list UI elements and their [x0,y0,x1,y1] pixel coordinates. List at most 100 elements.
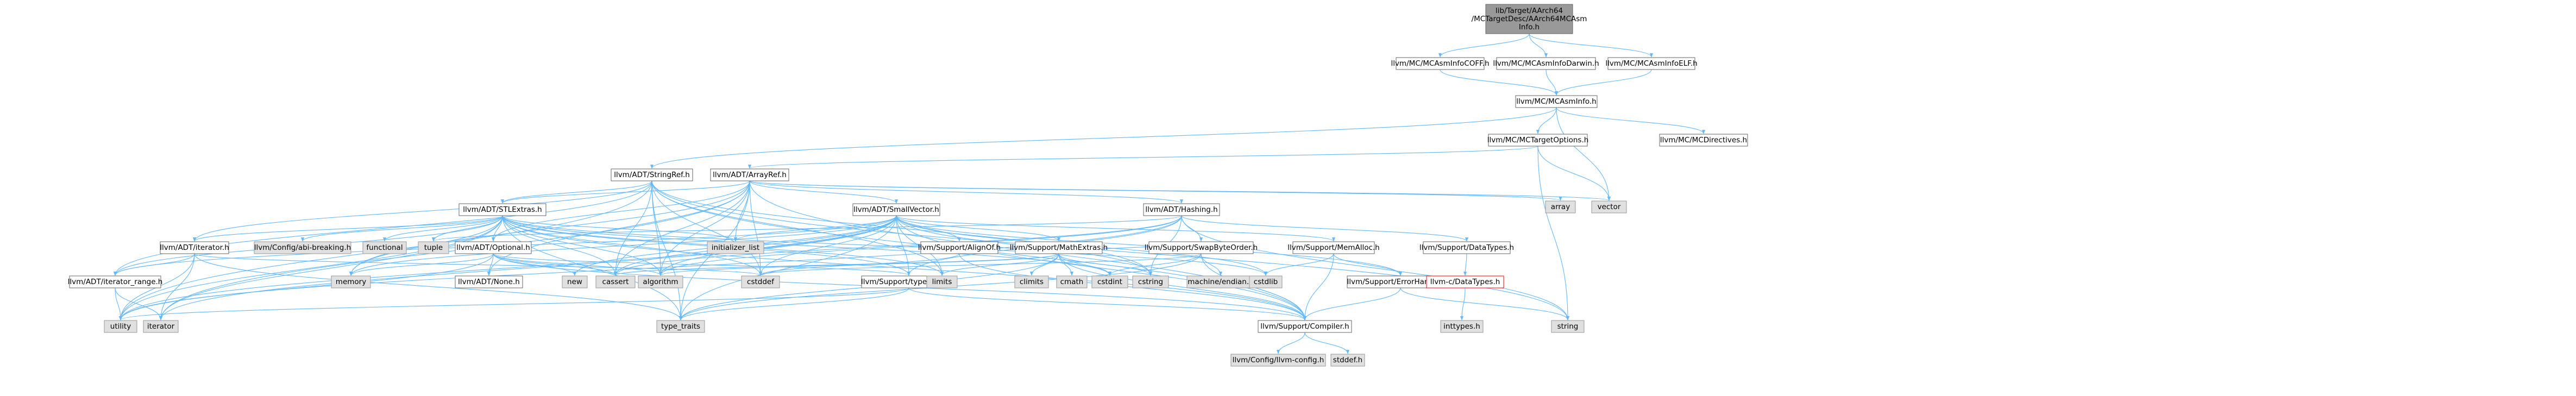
node-box [1423,241,1511,254]
node-cstdint: cstdint [1091,275,1128,288]
node-inttypes: inttypes.h [1440,320,1484,333]
node-label: cassert [602,278,629,286]
node-label: llvm/ADT/SmallVector.h [853,205,939,214]
node-cstdlib: cstdlib [1249,275,1283,288]
node-label: /MCTargetDesc/AArch64MCAsm [1472,15,1587,23]
edge-stringref-to-limits [651,180,944,276]
node-directives[interactable]: llvm/MC/MCDirectives.h [1659,134,1748,147]
edge-stlextras-to-algorithm [502,215,663,276]
node-label: llvm/ADT/ArrayRef.h [713,171,787,179]
edge-arrayref-to-memory [349,180,750,276]
edge-smallvector-to-mathextras [896,215,1060,242]
node-label: llvm/Config/abi-breaking.h [254,243,351,252]
node-cstddef: cstddef [741,275,780,288]
node-label: algorithm [643,278,678,286]
node-algorithm: algorithm [638,275,683,288]
edge-stringref-to-algorithm [651,180,663,276]
node-label: llvm/Config/llvm-config.h [1233,356,1324,364]
edge-optional-to-new [493,253,577,276]
node-label: llvm/ADT/StringRef.h [614,171,690,179]
node-box [1330,354,1365,367]
node-label: memory [336,278,366,286]
edge-root-to-asminfoelf [1529,33,1654,58]
node-iterator[interactable]: llvm/ADT/iterator.h [160,241,229,254]
node-asminfo[interactable]: llvm/MC/MCAsmInfo.h [1515,95,1598,108]
node-label: llvm/Support/AlignOf.h [918,243,1001,252]
node-swapbyteorder[interactable]: llvm/Support/SwapByteOrder.h [1145,241,1258,254]
node-none[interactable]: llvm/ADT/None.h [455,275,523,288]
graph-nodes: lib/Target/AArch64/MCTargetDesc/AArch64M… [68,4,1748,367]
node-iterator_range[interactable]: llvm/ADT/iterator_range.h [68,275,163,288]
node-llvmc_datatypes[interactable]: llvm-c/DataTypes.h [1426,275,1504,288]
node-box [104,320,137,333]
edge-asminfo-to-vector [1556,107,1611,201]
node-memalloc[interactable]: llvm/Support/MemAlloc.h [1287,241,1380,254]
node-box [143,320,179,333]
node-box [741,275,780,288]
node-limits: limits [926,275,958,288]
node-stlextras[interactable]: llvm/ADT/STLExtras.h [458,203,546,216]
node-box [1545,200,1576,213]
node-label: inttypes.h [1443,322,1480,331]
edge-arrayref-to-optional [491,180,750,242]
node-hashing[interactable]: llvm/ADT/Hashing.h [1143,203,1220,216]
edge-mathextras-to-climits [1029,253,1059,276]
node-label: llvm/ADT/iterator_range.h [68,278,163,286]
node-box [1659,134,1748,147]
edge-optional-to-memory [349,253,494,276]
edge-targetoptions-to-arrayref [748,146,1538,169]
node-box [562,275,588,288]
node-arrayref[interactable]: llvm/ADT/ArrayRef.h [710,168,789,181]
node-memory: memory [331,275,371,288]
node-stringref[interactable]: llvm/ADT/StringRef.h [611,168,693,181]
edge-mathextras-to-cmath [1058,253,1074,276]
node-mathextras[interactable]: llvm/Support/MathExtras.h [1010,241,1108,254]
edge-smallvector-to-iterator_std [159,215,897,320]
node-label: type_traits [661,322,700,331]
edge-stlextras-to-tuple [431,215,503,242]
edge-stlextras-to-configbreaking [301,215,503,242]
edge-datatypes-to-llvmc_datatypes [1463,253,1467,276]
node-datatypes[interactable]: llvm/Support/DataTypes.h [1419,241,1514,254]
edge-mathextras-to-cassert [614,253,1059,276]
node-box [1440,320,1484,333]
node-alignof[interactable]: llvm/Support/AlignOf.h [918,241,1001,254]
edge-asminfodarwin-to-asminfo [1545,69,1559,96]
node-label: initializer_list [712,243,759,252]
node-tuple: tuple [418,241,449,254]
edge-compiler-to-stddef [1304,332,1350,354]
node-box [418,241,449,254]
edge-swapbyteorder-to-cstddef [759,253,1202,276]
node-box [920,241,998,254]
node-label: cstring [1138,278,1163,286]
node-asminfocoff[interactable]: llvm/MC/MCAsmInfoCOFF.h [1391,57,1490,70]
edge-optional-to-utility [118,253,494,320]
node-label: llvm/MC/MCDirectives.h [1660,136,1747,144]
edge-stlextras-to-iterator_std [159,215,503,320]
edge-mathextras-to-compiler [1058,253,1307,320]
edge-stringref-to-cassert [613,180,652,276]
node-box [1396,57,1485,70]
edge-errorhandling-to-compiler [1303,287,1401,320]
node-box [1292,241,1375,254]
edge-smallvector-to-memory [349,215,897,276]
edge-optional-to-algorithm [493,253,662,276]
node-asminfodarwin[interactable]: llvm/MC/MCAsmInfoDarwin.h [1493,57,1599,70]
node-compiler[interactable]: llvm/Support/Compiler.h [1258,320,1352,333]
node-targetoptions[interactable]: llvm/MC/MCTargetOptions.h [1487,134,1589,147]
node-label: lib/Target/AArch64 [1496,7,1563,15]
node-type_traits: type_traits [656,320,705,333]
node-label: llvm/ADT/Optional.h [456,243,530,252]
node-box [1091,275,1128,288]
node-asminfoelf[interactable]: llvm/MC/MCAsmInfoELF.h [1605,57,1698,70]
dependency-edges [113,33,1705,354]
edge-alignof-to-compiler [959,253,1307,320]
edge-smallvector-to-compiler [896,215,1307,320]
node-box [362,241,407,254]
edge-iterator-to-iterator_std [159,253,195,320]
node-smallvector[interactable]: llvm/ADT/SmallVector.h [852,203,940,216]
node-label: llvm/MC/MCTargetOptions.h [1487,136,1589,144]
node-optional[interactable]: llvm/ADT/Optional.h [455,241,532,254]
edge-stlextras-to-cstdint [502,215,1111,276]
